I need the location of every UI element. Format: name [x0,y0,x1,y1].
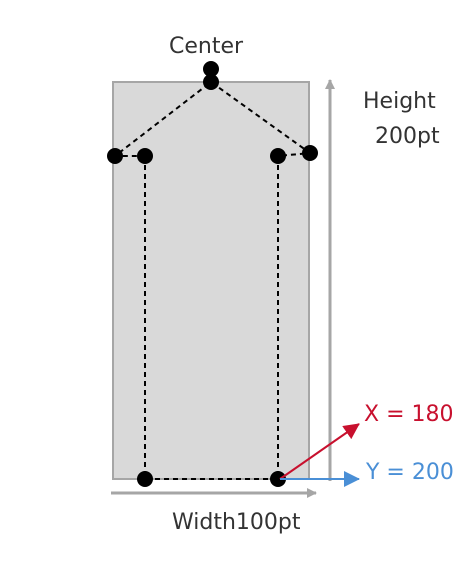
vertex-point [137,471,153,487]
vertex-point [270,148,286,164]
x-value-label: X = 180 [364,402,454,427]
height-label: Height [363,89,436,114]
width-label: Width100pt [172,510,301,535]
shape-rectangle [112,81,310,480]
vertex-point [203,74,219,90]
arrow-outline-dashed [112,80,313,480]
vertex-point [107,148,123,164]
vertex-point [270,471,286,487]
vertex-point [302,145,318,161]
height-value-label: 200pt [375,124,440,149]
center-label: Center [169,34,244,59]
y-value-label: Y = 200 [366,460,454,485]
x-arrow [279,423,360,480]
vertex-point [137,148,153,164]
vertex-point [203,61,219,77]
